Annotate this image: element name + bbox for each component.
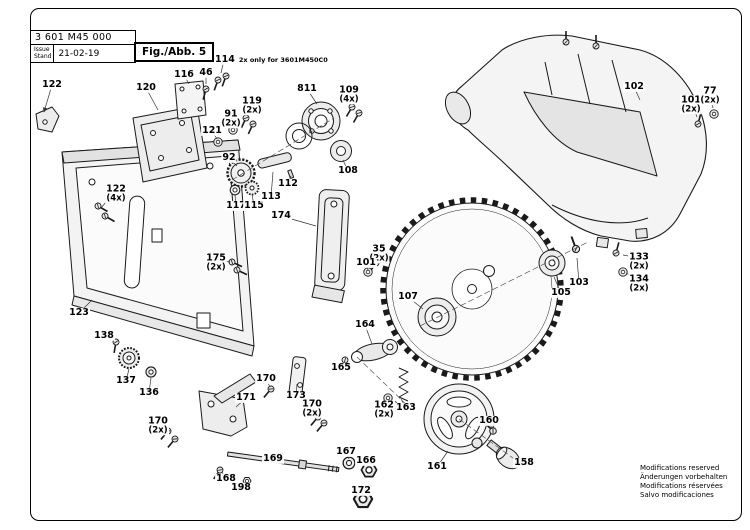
page-border [30,8,742,521]
knob-158 [486,439,521,470]
diagram-parts [35,30,719,509]
washers-162 [383,393,398,410]
modifications-line-fr: Modifications réservées [640,482,723,491]
leader-line-109 [348,90,354,104]
flange-811 [285,101,341,150]
leader-line-134 [625,272,640,281]
bracket-120 [132,105,208,183]
part-number: 3 601 M45 000 [31,31,135,45]
leader-line-198 [240,481,247,489]
issue-label: Issue Stand [31,45,55,62]
leader-line-170 [311,404,318,416]
modifications-note: Modifications reserved Änderungen vorbeh… [640,464,727,500]
screws-133-134 [611,240,628,277]
corner-bracket-122 [35,106,60,133]
leader-line-103 [576,257,580,284]
figure-label: Fig./Abb. 5 [134,42,215,62]
modifications-line-en: Modifications reserved [640,464,720,472]
screw-168 [210,465,225,482]
nut-172 [352,489,374,509]
crank-164 [351,339,398,363]
saw-blade [380,197,564,381]
modifications-line-de: Änderungen vorbehalten [640,473,728,482]
leader-line-811 [306,88,318,105]
bracket-174 [311,189,350,304]
leader-line-121 [211,130,218,140]
leader-line-112 [287,175,292,185]
leader-line-91 [230,114,234,127]
screws-109 [343,102,364,125]
plate-116 [174,80,207,120]
washer-91 [228,125,238,135]
screws-114 [210,71,231,93]
rod-169 [226,451,340,473]
bearing-108 [330,140,352,162]
leader-line-170 [265,378,271,388]
screw-138 [110,337,121,355]
leader-line-120 [145,87,159,111]
leader-line-164 [364,324,373,345]
leader-line-137 [125,368,130,382]
leader-line-138 [103,335,115,342]
leader-line-115 [251,193,255,207]
issue-label-de: Stand [34,52,52,60]
leader-line-113 [270,171,274,198]
leader-line-168 [221,471,227,480]
issue-label-en: Issue [34,45,50,53]
leader-line-170 [157,421,168,431]
leader-line-136 [148,377,152,394]
issue-date: 21-02-19 [58,48,100,59]
leader-line-108 [342,159,349,172]
leader-line-119 [248,101,253,115]
washer-121 [213,137,223,147]
spring-163 [398,367,409,402]
leader-line-114 [220,59,225,74]
modifications-line-es: Salvo modificaciones [640,491,714,500]
leader-line-133 [622,254,640,259]
leader-line-77 [709,91,714,109]
nut-166 [360,462,378,478]
flange-105 [538,249,566,277]
bracket-171 [198,373,257,437]
center-lines [231,117,589,467]
leader-line-35 [375,249,380,262]
flange-107 [417,297,457,337]
knob-137 [118,347,140,369]
plate-173 [288,356,307,396]
leader-line-161 [436,450,449,468]
screws-35-101 [363,258,381,277]
nut-198 [242,477,252,485]
title-block: 3 601 M45 000 Issue Stand 21-02-19 Fig./… [30,30,215,63]
screws-119 [237,113,258,137]
leader-line-174 [280,215,317,227]
washer-136 [145,366,157,378]
